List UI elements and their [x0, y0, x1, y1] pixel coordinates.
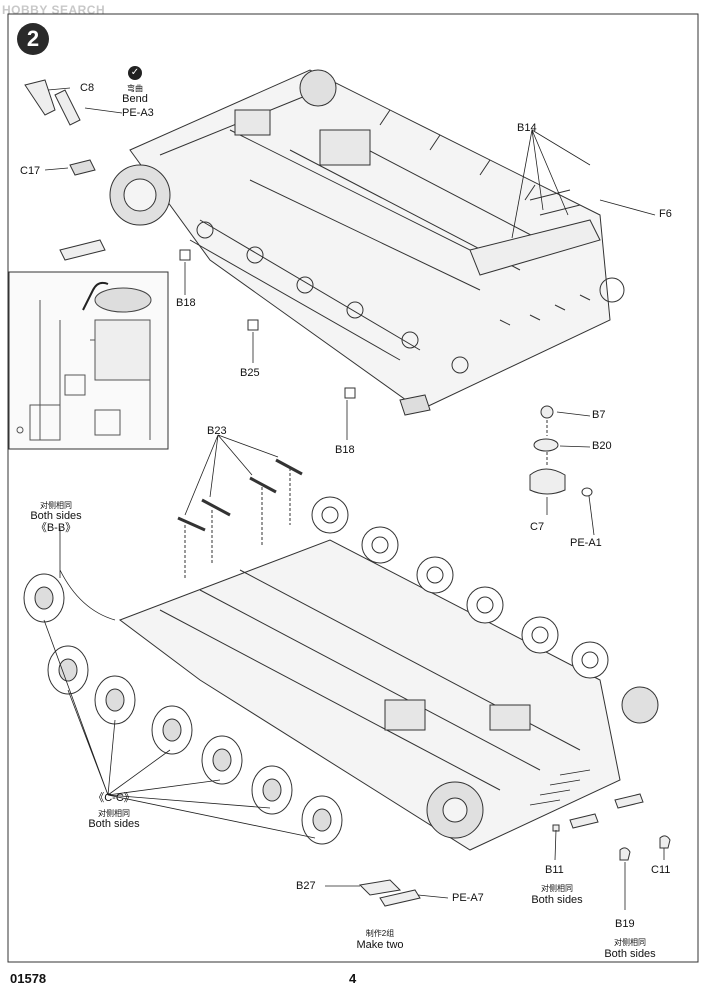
step-number-badge: 2	[17, 23, 49, 55]
part-label-f6: F6	[659, 208, 672, 220]
part-label-pe-a3: PE-A3	[122, 107, 154, 119]
part-label-c11: C11	[651, 864, 671, 876]
cc-note-cn: 对侧相同	[98, 809, 130, 818]
leader-lines	[43, 87, 665, 910]
kit-code: 01578	[10, 971, 47, 986]
bend-icon: ✓	[128, 66, 142, 80]
bb-section-ref: 《B-B》	[35, 522, 77, 534]
lower-right-parts	[358, 793, 671, 907]
cc-note-en: Both sides	[88, 818, 140, 830]
detail-inset	[8, 271, 169, 450]
road-wheels	[23, 573, 343, 845]
part-label-b25: B25	[240, 367, 260, 379]
part-label-b27: B27	[296, 880, 316, 892]
part-label-b19: B19	[615, 918, 635, 930]
bb-note-cn: 对侧相同	[40, 501, 72, 510]
b11-note-cn: 对侧相同	[541, 884, 573, 893]
part-label-c17: C17	[20, 165, 41, 177]
make-two-en: Make two	[356, 939, 404, 951]
make-two-cn: 制作2组	[365, 929, 395, 938]
page-number: 4	[349, 971, 357, 986]
b7-b20-c7-parts	[529, 405, 593, 497]
part-label-b18-mid: B18	[335, 444, 355, 456]
b19-note-cn: 对侧相同	[614, 938, 646, 947]
part-label-b7: B7	[592, 409, 606, 421]
part-label-b18-top: B18	[176, 297, 196, 309]
bend-label-en: Bend	[122, 93, 148, 105]
part-label-pe-a1: PE-A1	[570, 537, 602, 549]
cc-section-ref: 《C-C》	[93, 792, 135, 804]
b19-note-en: Both sides	[604, 948, 656, 960]
part-label-pe-a7: PE-A7	[452, 892, 484, 904]
part-label-b20: B20	[592, 440, 612, 452]
part-label-b11: B11	[545, 864, 564, 876]
part-label-c7: C7	[530, 521, 545, 533]
bend-label-cn: 弯曲	[127, 84, 143, 93]
bb-note-en: Both sides	[30, 510, 82, 522]
upper-hull	[24, 69, 625, 416]
part-label-b23: B23	[207, 425, 227, 437]
lower-hull	[118, 458, 659, 851]
part-label-b14: B14	[517, 122, 537, 134]
part-label-c8: C8	[80, 82, 95, 94]
b11-note-en: Both sides	[531, 894, 583, 906]
